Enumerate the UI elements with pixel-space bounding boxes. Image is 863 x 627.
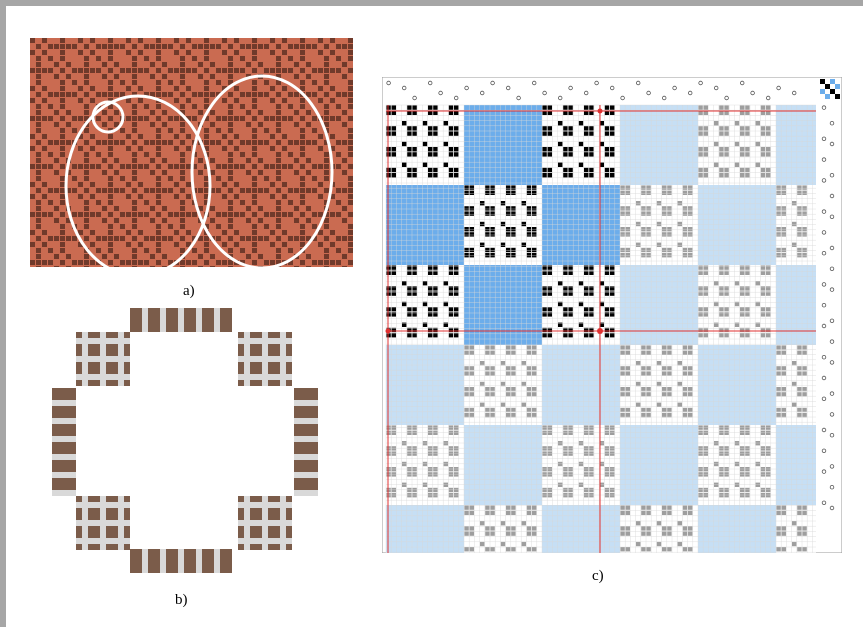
caption-c: c) — [592, 568, 604, 585]
motif-bottom-stripe — [130, 549, 232, 573]
motif-block-top-right — [238, 332, 292, 386]
weaving-draft-panel — [382, 77, 842, 553]
caption-a: a) — [183, 283, 195, 300]
motif-top-stripe — [130, 308, 232, 332]
motif-ring-panel — [50, 306, 320, 576]
fabric-tone-overlay — [30, 38, 353, 267]
guide-marker — [597, 328, 603, 334]
motif-block-bottom-left — [76, 496, 130, 550]
motif-right-stripe — [294, 388, 318, 496]
fabric-photo-panel — [30, 38, 353, 267]
motif-ring — [50, 306, 320, 576]
motif-block-top-left — [76, 332, 130, 386]
tie-up-block — [820, 79, 840, 99]
guide-marker-top — [598, 109, 603, 114]
motif-block-bottom-right — [238, 496, 292, 550]
guide-marker-left — [386, 329, 391, 334]
weaving-draft — [382, 77, 842, 553]
caption-b: b) — [175, 592, 188, 609]
motif-left-stripe — [52, 388, 76, 496]
fabric-photo — [30, 38, 353, 267]
